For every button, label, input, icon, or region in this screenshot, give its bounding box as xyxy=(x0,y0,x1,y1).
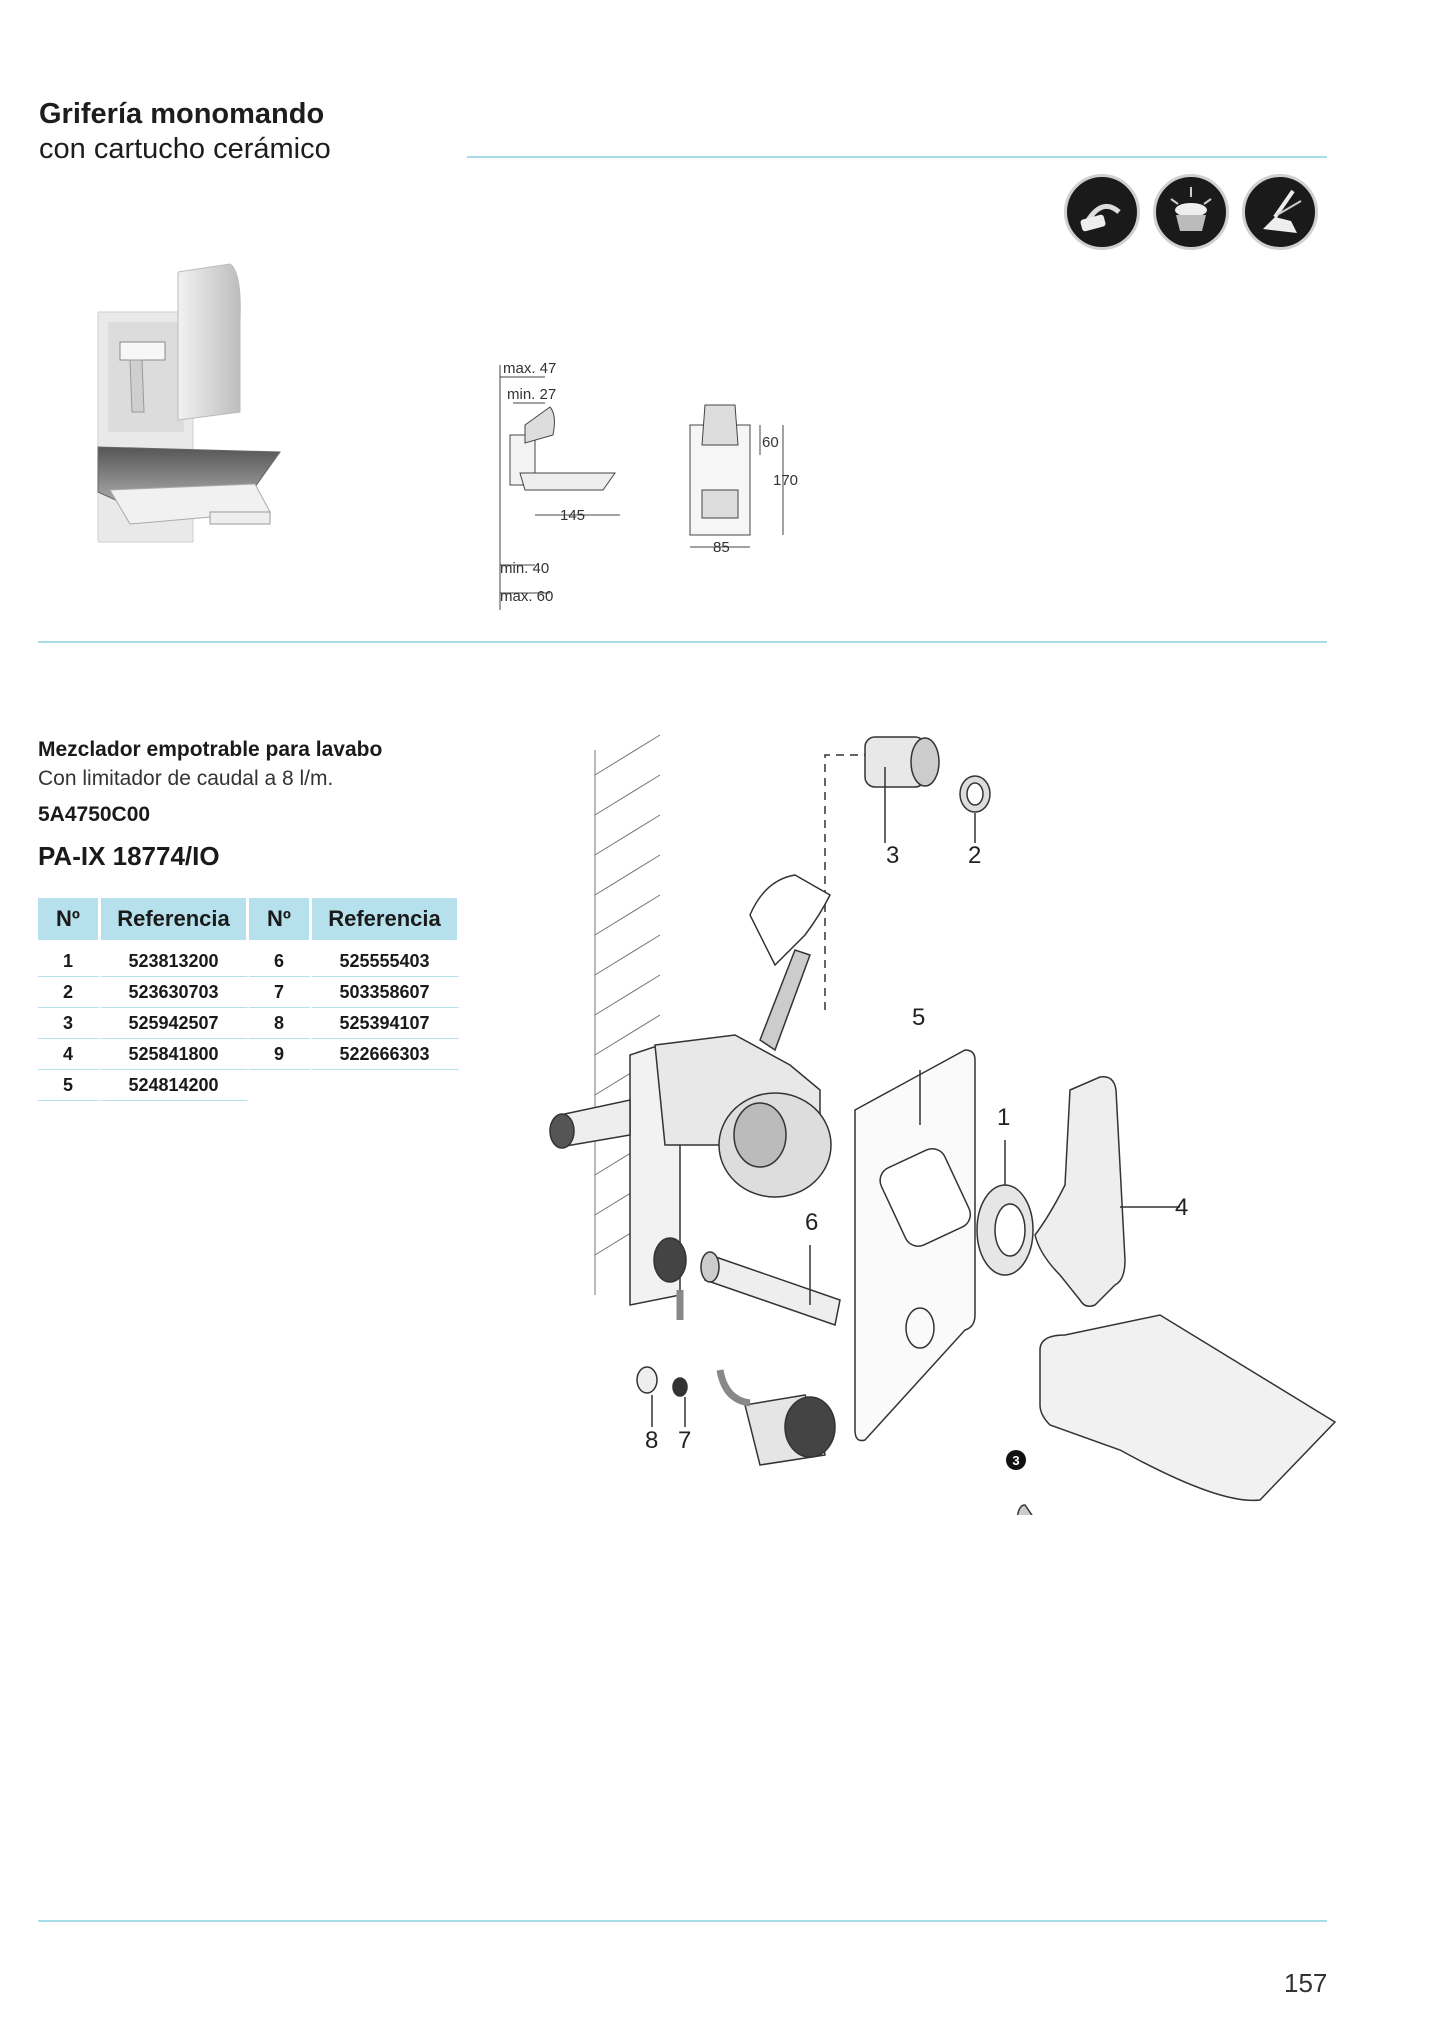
product-standard: PA-IX 18774/IO xyxy=(38,841,220,871)
part-number: 5 xyxy=(38,1070,101,1101)
col-header-reference: Referencia xyxy=(101,898,249,940)
divider xyxy=(38,1920,1327,1922)
part-reference: 503358607 xyxy=(312,977,460,1008)
svg-text:4: 4 xyxy=(1175,1194,1188,1221)
dimension-front-view: 60 170 85 xyxy=(689,404,798,556)
page-title: Grifería monomando xyxy=(39,98,325,130)
product-photo xyxy=(97,263,281,543)
svg-text:170: 170 xyxy=(773,472,798,489)
svg-text:3: 3 xyxy=(1012,1453,1019,1468)
table-row: 2 523630703 7 503358607 xyxy=(38,977,460,1008)
page-subtitle: con cartucho cerámico xyxy=(39,133,331,165)
part-reference: 525394107 xyxy=(312,1008,460,1039)
product-code: 5A4750C00 xyxy=(38,803,151,826)
part-number: 7 xyxy=(249,977,312,1008)
col-header-reference: Referencia xyxy=(312,898,460,940)
svg-text:8: 8 xyxy=(645,1427,658,1454)
soft-close-icon xyxy=(1064,174,1140,250)
part-number: 1 xyxy=(38,940,101,977)
exploded-diagram: 3 3 2 5 1 4 6 8 7 9 xyxy=(549,734,1337,1515)
part-reference: 522666303 xyxy=(312,1039,460,1070)
svg-text:max. 47: max. 47 xyxy=(503,360,556,377)
part-reference xyxy=(312,1070,460,1101)
product-description: Con limitador de caudal a 8 l/m. xyxy=(38,767,334,790)
part-number: 8 xyxy=(249,1008,312,1039)
part-number: 9 xyxy=(249,1039,312,1070)
part-reference: 525942507 xyxy=(101,1008,249,1039)
svg-text:85: 85 xyxy=(713,539,730,556)
svg-text:60: 60 xyxy=(762,434,779,451)
table-row: 1 523813200 6 525555403 xyxy=(38,940,460,977)
svg-text:145: 145 xyxy=(560,507,585,524)
water-saving-icon xyxy=(1153,174,1229,250)
parts-table: Nº Referencia Nº Referencia 1 523813200 … xyxy=(38,898,460,1101)
part-number: 2 xyxy=(38,977,101,1008)
svg-text:3: 3 xyxy=(886,842,899,869)
part-number xyxy=(249,1070,312,1101)
page-number: 157 xyxy=(1284,1968,1328,1998)
table-row: 4 525841800 9 522666303 xyxy=(38,1039,460,1070)
svg-text:2: 2 xyxy=(968,842,981,869)
divider xyxy=(467,156,1327,158)
product-name: Mezclador empotrable para lavabo xyxy=(38,738,383,761)
svg-text:6: 6 xyxy=(805,1209,818,1236)
col-header-number: Nº xyxy=(38,898,101,940)
part-reference: 523630703 xyxy=(101,977,249,1008)
part-reference: 524814200 xyxy=(101,1070,249,1101)
svg-text:min. 27: min. 27 xyxy=(507,386,556,403)
part-reference: 523813200 xyxy=(101,940,249,977)
part-number: 4 xyxy=(38,1039,101,1070)
svg-text:7: 7 xyxy=(678,1427,691,1454)
cold-start-icon xyxy=(1242,174,1318,250)
table-row: 3 525942507 8 525394107 xyxy=(38,1008,460,1039)
svg-text:min. 40: min. 40 xyxy=(500,560,549,577)
part-reference: 525841800 xyxy=(101,1039,249,1070)
table-row: 5 524814200 xyxy=(38,1070,460,1101)
part-reference: 525555403 xyxy=(312,940,460,977)
svg-text:max. 60: max. 60 xyxy=(500,588,553,605)
feature-icons xyxy=(1064,174,1318,250)
divider xyxy=(38,641,1327,643)
svg-text:1: 1 xyxy=(997,1104,1010,1131)
svg-text:5: 5 xyxy=(912,1004,925,1031)
part-number: 6 xyxy=(249,940,312,977)
col-header-number: Nº xyxy=(249,898,312,940)
part-number: 3 xyxy=(38,1008,101,1039)
dimension-side-view: max. 47 min. 27 145 min. 40 max. 60 xyxy=(499,360,620,610)
